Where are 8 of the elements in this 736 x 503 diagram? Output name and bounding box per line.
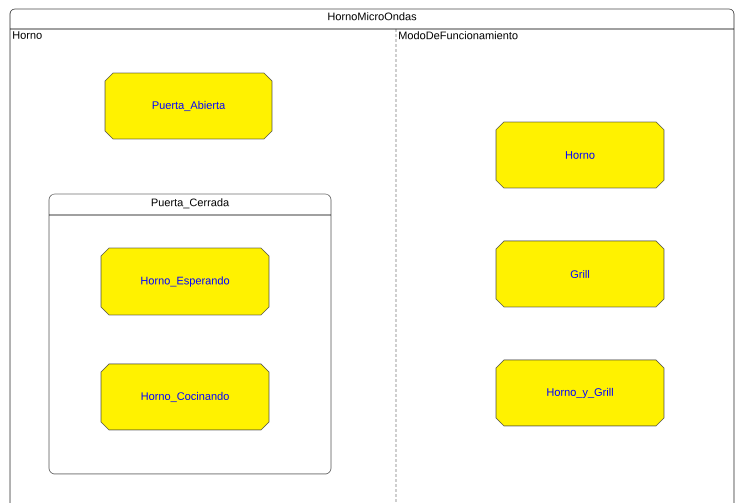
state-box: Puerta_Abierta [104, 72, 272, 140]
region-label: ModoDeFuncionamiento [399, 31, 518, 40]
state-box: Horno_Cocinando [100, 364, 270, 430]
region-label: Horno [13, 31, 42, 39]
state-box: Horno_Esperando [100, 248, 270, 316]
state-box: Horno [496, 122, 664, 188]
state-box: Horno_y_Grill [496, 360, 664, 426]
state-box: Grill [496, 240, 664, 308]
